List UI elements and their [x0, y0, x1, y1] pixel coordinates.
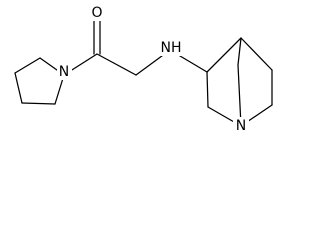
bond [96, 53, 137, 76]
molecule-structure: O N NH N [14, 4, 273, 134]
bond [21, 102, 56, 105]
bond [206, 71, 209, 108]
oxygen-label: O [91, 5, 102, 21]
atom-amine: NH [160, 39, 182, 56]
nitrogen-label: N [236, 118, 246, 134]
bond [237, 64, 242, 127]
quinuclidine-ring [206, 37, 273, 127]
bond [237, 37, 242, 66]
bond [14, 57, 41, 74]
pyrrolidine-ring [14, 57, 65, 105]
atom-pyrrolidine-nitrogen: N [57, 63, 72, 80]
amine-label: NH [161, 40, 182, 56]
nitrogen-label: N [59, 64, 69, 80]
atom-quinuclidine-nitrogen: N [233, 117, 249, 134]
amide-group [63, 19, 208, 76]
bond [14, 72, 23, 104]
atom-carbonyl-oxygen: O [89, 4, 105, 21]
bond [206, 37, 242, 73]
bond [240, 37, 273, 71]
